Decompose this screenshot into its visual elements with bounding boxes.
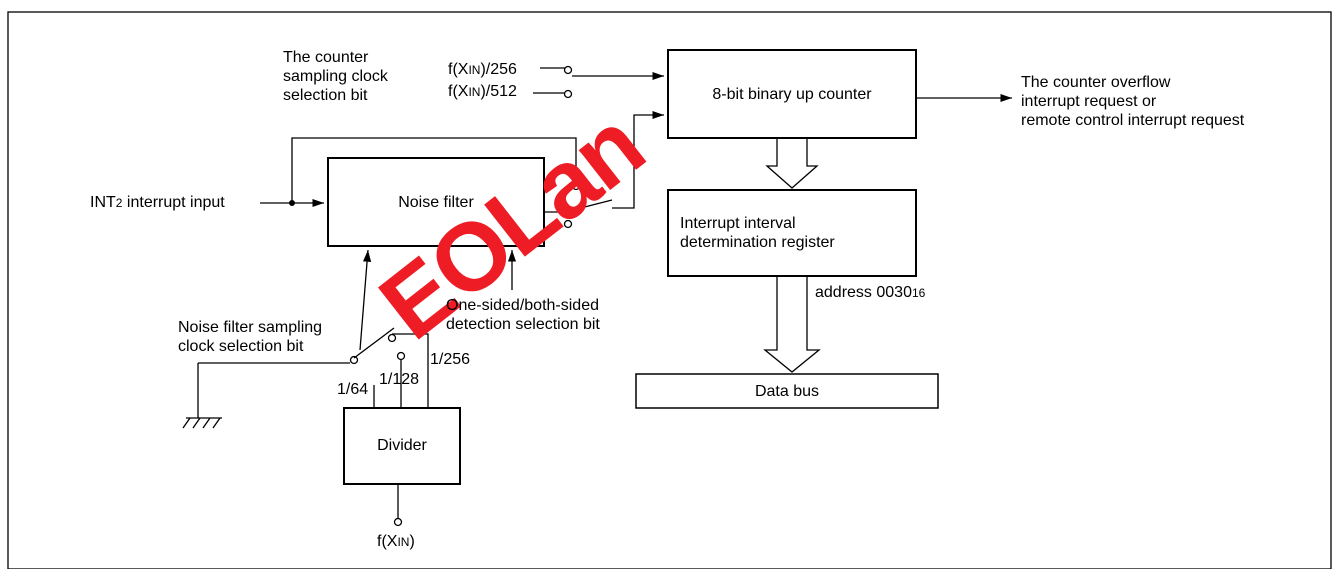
ground-hatch-2 (192, 417, 201, 429)
switch-bottom-terminal (563, 219, 573, 229)
outer-frame (7, 11, 1332, 569)
register-to-bus-arrow (763, 276, 821, 373)
register-label-1: Interrupt interval (680, 215, 796, 232)
ground-hatch-1 (182, 417, 191, 429)
nf-sampling-label-2: clock selection bit (178, 338, 304, 355)
data-bus-box-rect (635, 373, 939, 409)
f512-label: f(XIN)/512 (448, 83, 517, 100)
one-sided-label-1: One-sided/both-sided (446, 297, 599, 314)
divider-label: Divider (377, 437, 427, 454)
counter-box-label: 8-bit binary up counter (712, 86, 872, 103)
nf-clock-terminal (349, 355, 359, 365)
counter-box-rect (667, 49, 917, 139)
bypass-loop (291, 137, 577, 203)
switch-top-terminal (571, 181, 581, 191)
div-256-label: 1/256 (430, 351, 471, 368)
overflow-label-1: The counter overflow (1021, 74, 1171, 91)
f256-label: f(XIN)/256 (448, 61, 517, 78)
ground-hatch-3 (202, 417, 211, 429)
nf-clock-arrow (359, 249, 372, 351)
nf-clock-blade (353, 327, 395, 359)
register-label-2: determination register (680, 234, 835, 251)
data-bus-label: Data bus (754, 383, 820, 400)
register-box-rect (667, 189, 917, 277)
switch-blade (564, 199, 613, 213)
counter-sampling-label-2: sampling clock (283, 68, 388, 85)
div-256-terminal (396, 351, 406, 361)
counter-to-register-arrow (765, 138, 819, 189)
overflow-label-3: remote control interrupt request (1021, 112, 1245, 129)
switch-to-counter (612, 110, 664, 209)
nf-sampling-label-1: Noise filter sampling (178, 319, 323, 336)
div-128-terminal (387, 333, 397, 343)
fxin-label: f(XIN) (377, 533, 415, 550)
f512-terminal (563, 89, 573, 99)
noise-filter-box-rect (327, 157, 545, 247)
int2-label: INT2 interrupt input (90, 194, 225, 211)
counter-sampling-label-1: The counter (283, 49, 369, 66)
div-256-line (392, 333, 429, 408)
noise-filter-label: Noise filter (398, 194, 474, 211)
counter-sampling-label-3: selection bit (283, 87, 368, 104)
div-64-label: 1/64 (337, 381, 369, 398)
fxin-terminal (393, 517, 403, 527)
address-label: address 003016 (815, 284, 926, 301)
div-128-label: 1/128 (379, 371, 420, 388)
f256-terminal (563, 65, 573, 75)
divider-box-rect (343, 407, 461, 485)
ground-hatch-4 (212, 417, 221, 429)
one-sided-label-2: detection selection bit (446, 316, 600, 333)
junction-dot (289, 200, 295, 206)
overflow-label-2: interrupt request or (1021, 93, 1157, 110)
